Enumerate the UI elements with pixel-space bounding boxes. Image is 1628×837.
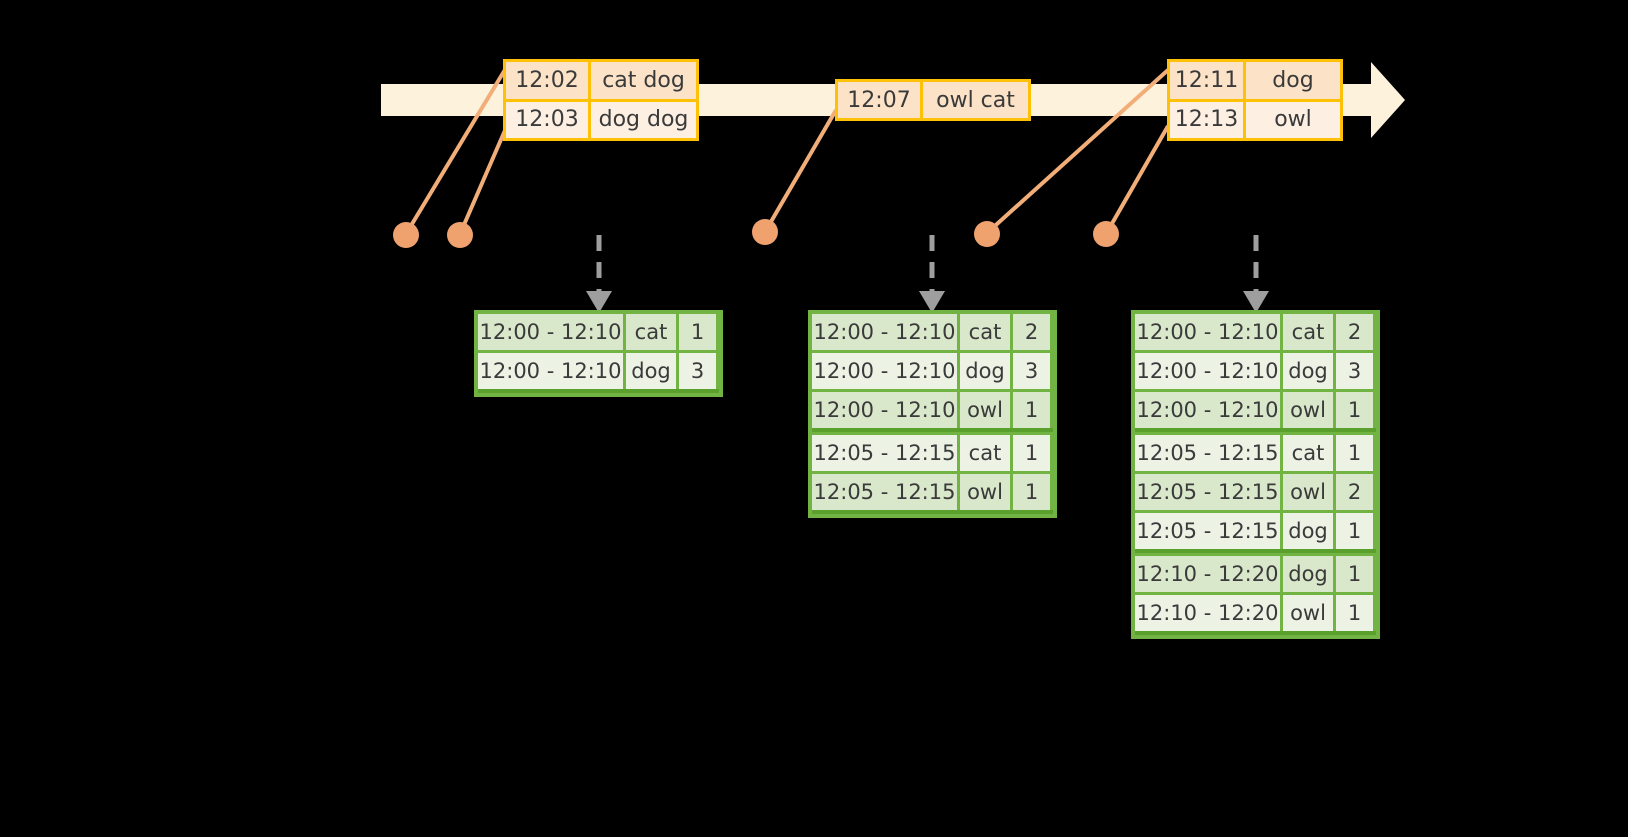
- key-cell: cat: [626, 314, 679, 350]
- event-dot: [393, 222, 419, 248]
- event-time: 12:11: [1170, 62, 1246, 99]
- event-dot: [974, 221, 1000, 247]
- event-words: owl cat: [923, 82, 1028, 118]
- window-cell: 12:10 - 12:20: [1135, 595, 1283, 631]
- key-cell: dog: [1283, 556, 1336, 592]
- window-cell: 12:00 - 12:10: [478, 353, 626, 389]
- event-dots: [393, 219, 1119, 248]
- event-row[interactable]: 12:02 cat dog: [506, 62, 696, 99]
- event-box-1[interactable]: 12:02 cat dog 12:03 dog dog: [503, 59, 699, 141]
- count-cell: 2: [1336, 474, 1373, 510]
- window-cell: 12:00 - 12:10: [812, 353, 960, 389]
- count-cell: 1: [1336, 595, 1373, 631]
- window-cell: 12:00 - 12:10: [1135, 314, 1283, 350]
- key-cell: cat: [960, 435, 1013, 471]
- count-cell: 3: [1336, 353, 1373, 389]
- event-words: dog: [1246, 62, 1340, 99]
- count-cell: 3: [1013, 353, 1050, 389]
- window-cell: 12:00 - 12:10: [1135, 353, 1283, 389]
- count-cell: 1: [679, 314, 716, 350]
- key-cell: dog: [1283, 353, 1336, 389]
- window-cell: 12:05 - 12:15: [812, 474, 960, 510]
- event-box-2[interactable]: 12:07 owl cat: [835, 79, 1031, 121]
- event-box-3[interactable]: 12:11 dog 12:13 owl: [1167, 59, 1343, 141]
- window-cell: 12:00 - 12:10: [478, 314, 626, 350]
- count-cell: 1: [1336, 556, 1373, 592]
- window-cell: 12:00 - 12:10: [1135, 392, 1283, 428]
- count-cell: 1: [1013, 435, 1050, 471]
- key-cell: owl: [960, 474, 1013, 510]
- key-cell: dog: [1283, 513, 1336, 549]
- count-cell: 2: [1013, 314, 1050, 350]
- event-words: owl: [1246, 101, 1340, 138]
- event-row[interactable]: 12:11 dog: [1170, 62, 1340, 99]
- event-time: 12:07: [838, 82, 923, 118]
- key-cell: dog: [626, 353, 679, 389]
- window-cell: 12:05 - 12:15: [1135, 474, 1283, 510]
- event-row[interactable]: 12:13 owl: [1170, 98, 1340, 138]
- count-cell: 3: [679, 353, 716, 389]
- count-cell: 1: [1336, 392, 1373, 428]
- key-cell: owl: [1283, 392, 1336, 428]
- window-cell: 12:00 - 12:10: [812, 392, 960, 428]
- key-cell: owl: [1283, 474, 1336, 510]
- count-cell: 1: [1013, 474, 1050, 510]
- key-cell: dog: [960, 353, 1013, 389]
- event-words: cat dog: [591, 62, 696, 99]
- emit-arrows: [596, 235, 1259, 292]
- key-cell: cat: [1283, 435, 1336, 471]
- count-cell: 1: [1336, 435, 1373, 471]
- event-row[interactable]: 12:03 dog dog: [506, 98, 696, 138]
- event-dot: [447, 222, 473, 248]
- key-cell: cat: [1283, 314, 1336, 350]
- key-cell: owl: [960, 392, 1013, 428]
- event-time: 12:03: [506, 101, 591, 138]
- window-cell: 12:00 - 12:10: [812, 314, 960, 350]
- event-dot: [752, 219, 778, 245]
- window-cell: 12:05 - 12:15: [812, 435, 960, 471]
- count-cell: 1: [1013, 392, 1050, 428]
- event-row[interactable]: 12:07 owl cat: [838, 82, 1028, 118]
- event-words: dog dog: [591, 101, 696, 138]
- event-time: 12:02: [506, 62, 591, 99]
- window-cell: 12:10 - 12:20: [1135, 556, 1283, 592]
- window-cell: 12:05 - 12:15: [1135, 513, 1283, 549]
- window-cell: 12:05 - 12:15: [1135, 435, 1283, 471]
- key-cell: cat: [960, 314, 1013, 350]
- count-cell: 1: [1336, 513, 1373, 549]
- event-dot: [1093, 221, 1119, 247]
- count-cell: 2: [1336, 314, 1373, 350]
- key-cell: owl: [1283, 595, 1336, 631]
- event-time: 12:13: [1170, 101, 1246, 138]
